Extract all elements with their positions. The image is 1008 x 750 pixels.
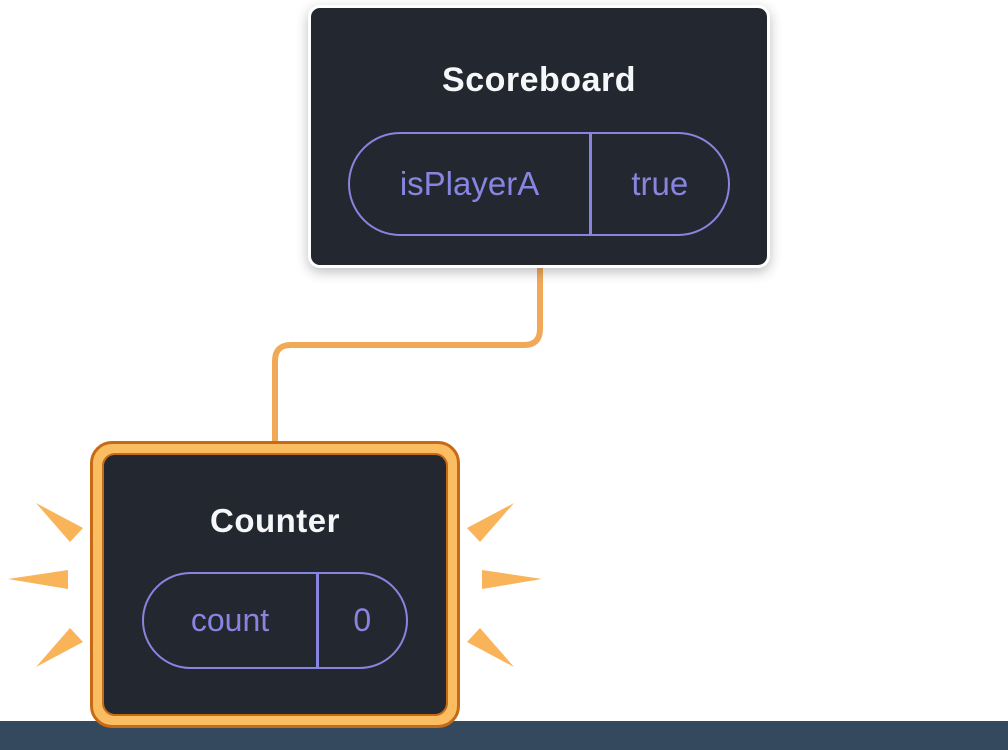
spark-icon <box>482 570 542 589</box>
scoreboard-component: Scoreboard isPlayerA true <box>308 5 770 268</box>
pill-divider <box>589 134 592 234</box>
component-title: Scoreboard <box>442 61 636 99</box>
spark-icon <box>8 570 68 589</box>
counter-component: Counter count 0 <box>90 441 460 728</box>
state-name: isPlayerA <box>399 165 540 202</box>
spark-icon <box>467 628 514 667</box>
spark-icon <box>467 503 514 542</box>
state-pill: isPlayerA true <box>348 132 730 236</box>
spark-icon <box>36 503 83 542</box>
state-pill: count 0 <box>142 572 408 669</box>
pill-divider <box>316 574 319 667</box>
state-name: count <box>190 602 270 638</box>
component-title: Counter <box>210 502 340 539</box>
state-value: 0 <box>353 602 372 638</box>
spark-icon <box>36 628 83 667</box>
connector-line <box>272 265 543 445</box>
counter-component-inner: Counter count 0 <box>102 453 448 716</box>
state-value: true <box>631 165 689 202</box>
